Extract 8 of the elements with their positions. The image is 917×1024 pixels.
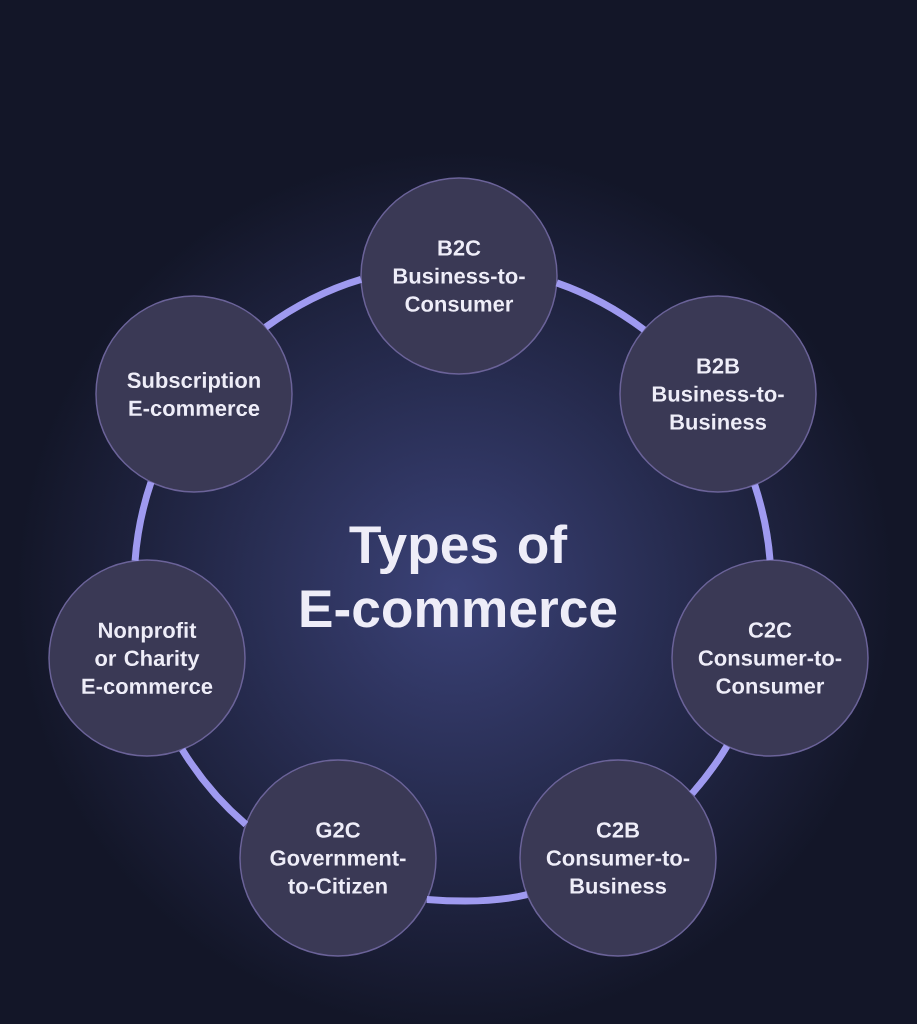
ring-arc xyxy=(131,481,155,562)
ring-arc xyxy=(263,276,363,330)
ring-arc xyxy=(179,747,249,828)
ring-arc xyxy=(426,891,528,905)
ring-arc xyxy=(689,744,731,796)
title: Types of E-commerce xyxy=(301,524,617,628)
ring-arc xyxy=(751,483,774,561)
ring-arc xyxy=(555,279,647,333)
